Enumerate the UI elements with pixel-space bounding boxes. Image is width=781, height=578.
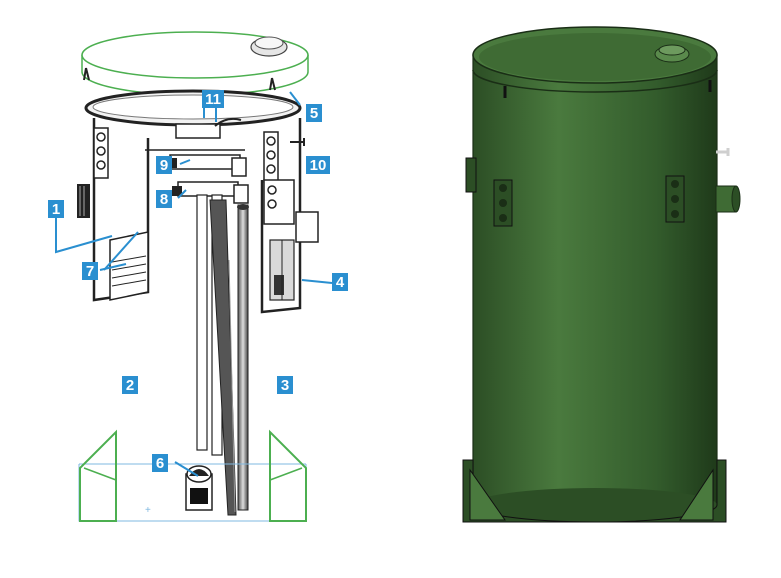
callout-3: 3 [277, 376, 293, 394]
exploded-view: + [77, 31, 319, 522]
svg-text:8: 8 [160, 191, 168, 208]
air-inlet [290, 138, 305, 146]
right-shell [260, 118, 319, 314]
svg-text:9: 9 [160, 157, 168, 174]
svg-text:10: 10 [310, 157, 327, 174]
callout-4: 4 [332, 273, 348, 291]
callout-8: 8 [156, 190, 172, 208]
svg-text:2: 2 [126, 377, 134, 394]
control-box [295, 211, 319, 243]
bottom-frame: + [78, 429, 307, 522]
lid-latch-left [83, 67, 90, 81]
svg-text:6: 6 [156, 455, 164, 472]
svg-text:11: 11 [205, 91, 221, 108]
svg-text:+: + [145, 505, 151, 516]
upper-ring [84, 89, 302, 127]
callout-10: 10 [306, 156, 330, 174]
callout-6: 6 [152, 454, 168, 472]
air-inlet-assembled [716, 148, 730, 156]
callout-5: 5 [306, 104, 322, 122]
riser-pipes [196, 194, 249, 516]
leader-lines [55, 91, 333, 477]
left-shell [77, 118, 150, 302]
callout-1: 1 [48, 200, 64, 218]
assembled-tank [462, 26, 741, 523]
svg-text:3: 3 [281, 377, 289, 394]
tank-body [472, 54, 718, 506]
callout-2: 2 [122, 376, 138, 394]
callout-11: 11 [202, 90, 224, 108]
svg-text:7: 7 [86, 263, 94, 280]
svg-text:1: 1 [52, 201, 60, 218]
side-port-left [465, 157, 477, 193]
callouts: 1 2 3 4 5 6 7 8 [48, 90, 348, 472]
svg-text:5: 5 [310, 105, 318, 122]
anchor-fin-right [269, 429, 307, 522]
callout-9: 9 [156, 156, 172, 174]
lid-latch-right [269, 77, 276, 91]
svg-text:4: 4 [336, 274, 345, 291]
tank-lid [81, 31, 309, 96]
anchor-fin-left [79, 429, 117, 522]
callout-7: 7 [82, 262, 98, 280]
sludge-pipe [209, 199, 237, 516]
